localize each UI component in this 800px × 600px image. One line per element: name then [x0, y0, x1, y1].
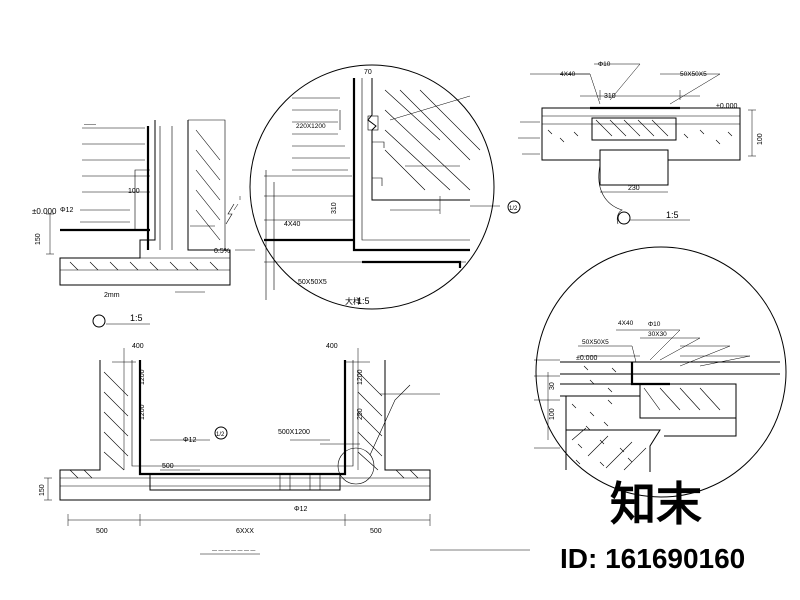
caption-bottom: — — — — — — — [212, 548, 255, 554]
scale-1: 1:5 [130, 313, 143, 323]
angle-50x50x5-c: 50X50X5 [582, 339, 609, 346]
ref-bubble-12-text: 1/2 [509, 206, 518, 212]
ref-bubble-right [617, 211, 631, 225]
top-dim: 310 [604, 93, 616, 100]
level-zero: ±0.000 [32, 207, 57, 216]
dim-500-left: 500 [96, 528, 108, 535]
detail-marker-1 [92, 314, 106, 328]
dim-100-c: 100 [549, 408, 556, 420]
dim-span: 6XXX [236, 528, 254, 535]
level-zero-c: ±0.000 [576, 355, 597, 362]
member-220x1200: 220X1200 [296, 123, 326, 130]
scale-3: 1:5 [666, 210, 679, 220]
dim-230: 230 [628, 185, 640, 192]
flat-4x40-c: 4X40 [618, 320, 634, 327]
callout-circle [337, 447, 375, 485]
watermark-brand: 知末 [610, 478, 702, 530]
leader-note: —— [84, 122, 96, 128]
ref-bubble-trench-text: 1/2 [216, 432, 225, 438]
dim-150-b: 150 [39, 484, 46, 496]
dim-30: 30 [549, 382, 556, 390]
angle-50x50x5: 50X50X5 [298, 279, 327, 286]
flat-4x40-b: 4X40 [560, 71, 576, 78]
dim-1200-right: 1200 [357, 369, 364, 385]
level-zero-right: ±0.000 [716, 103, 737, 110]
detail-trench-section: 400 1200 1200 150 Φ12 500 500 500 6XXX 5… [39, 343, 530, 555]
slope-05: 0.5% [214, 248, 230, 255]
angle-30x30: 30X30 [648, 331, 667, 338]
dim-1200-a: 1200 [139, 369, 146, 385]
dim-400: 400 [132, 343, 144, 350]
rebar-phi12: Φ12 [60, 207, 73, 214]
rod-phi10-c: Φ10 [648, 321, 661, 328]
flat-4x40: 4X40 [284, 221, 300, 228]
watermark-id: ID: 161690160 [560, 543, 745, 574]
dim-100-right: 100 [757, 133, 764, 145]
detail-title-2: 大样 [345, 296, 361, 306]
watermark: 知末 ID: 161690160 [560, 478, 745, 574]
member-500x1200: 500X1200 [278, 429, 310, 436]
scale-2: 1:5 [357, 296, 370, 306]
detail-bottom-right-circle: 50X50X5 4X40 30X30 Φ10 ±0.000 30 100 [534, 246, 787, 498]
ref-bubble-trench [214, 426, 228, 440]
dim-400-right: 400 [326, 343, 338, 350]
dim-310: 310 [331, 202, 338, 214]
rebar-phi12-b: Φ12 [183, 437, 196, 444]
detail-magnified-circle: 70 220X1200 4X40 50X50X5 310 1:5 大样 1/2 [233, 64, 521, 310]
dim-70: 70 [364, 69, 372, 76]
dim-100: 100 [128, 188, 140, 195]
ref-bubble-12 [507, 200, 521, 214]
angle-50x50x5-b: 50X50X5 [680, 71, 707, 78]
rod-phi10: Φ10 [598, 61, 611, 68]
detail-top-right: 310 4X40 Φ10 50X50X5 ±0.000 100 230 1:5 [518, 61, 764, 225]
membrane-2mm: 2mm [104, 292, 120, 299]
dim-500-right: 500 [370, 528, 382, 535]
dim-150: 150 [35, 233, 42, 245]
rebar-phi12-c: Φ12 [294, 506, 307, 513]
dim-500-inner: 500 [162, 463, 174, 470]
detail-left-section: —— 100 ±0.000 Φ12 150 2mm 0.5% 1:5 [32, 119, 255, 328]
dim-250: 250 [357, 408, 364, 420]
dim-1200-b: 1200 [139, 404, 146, 420]
